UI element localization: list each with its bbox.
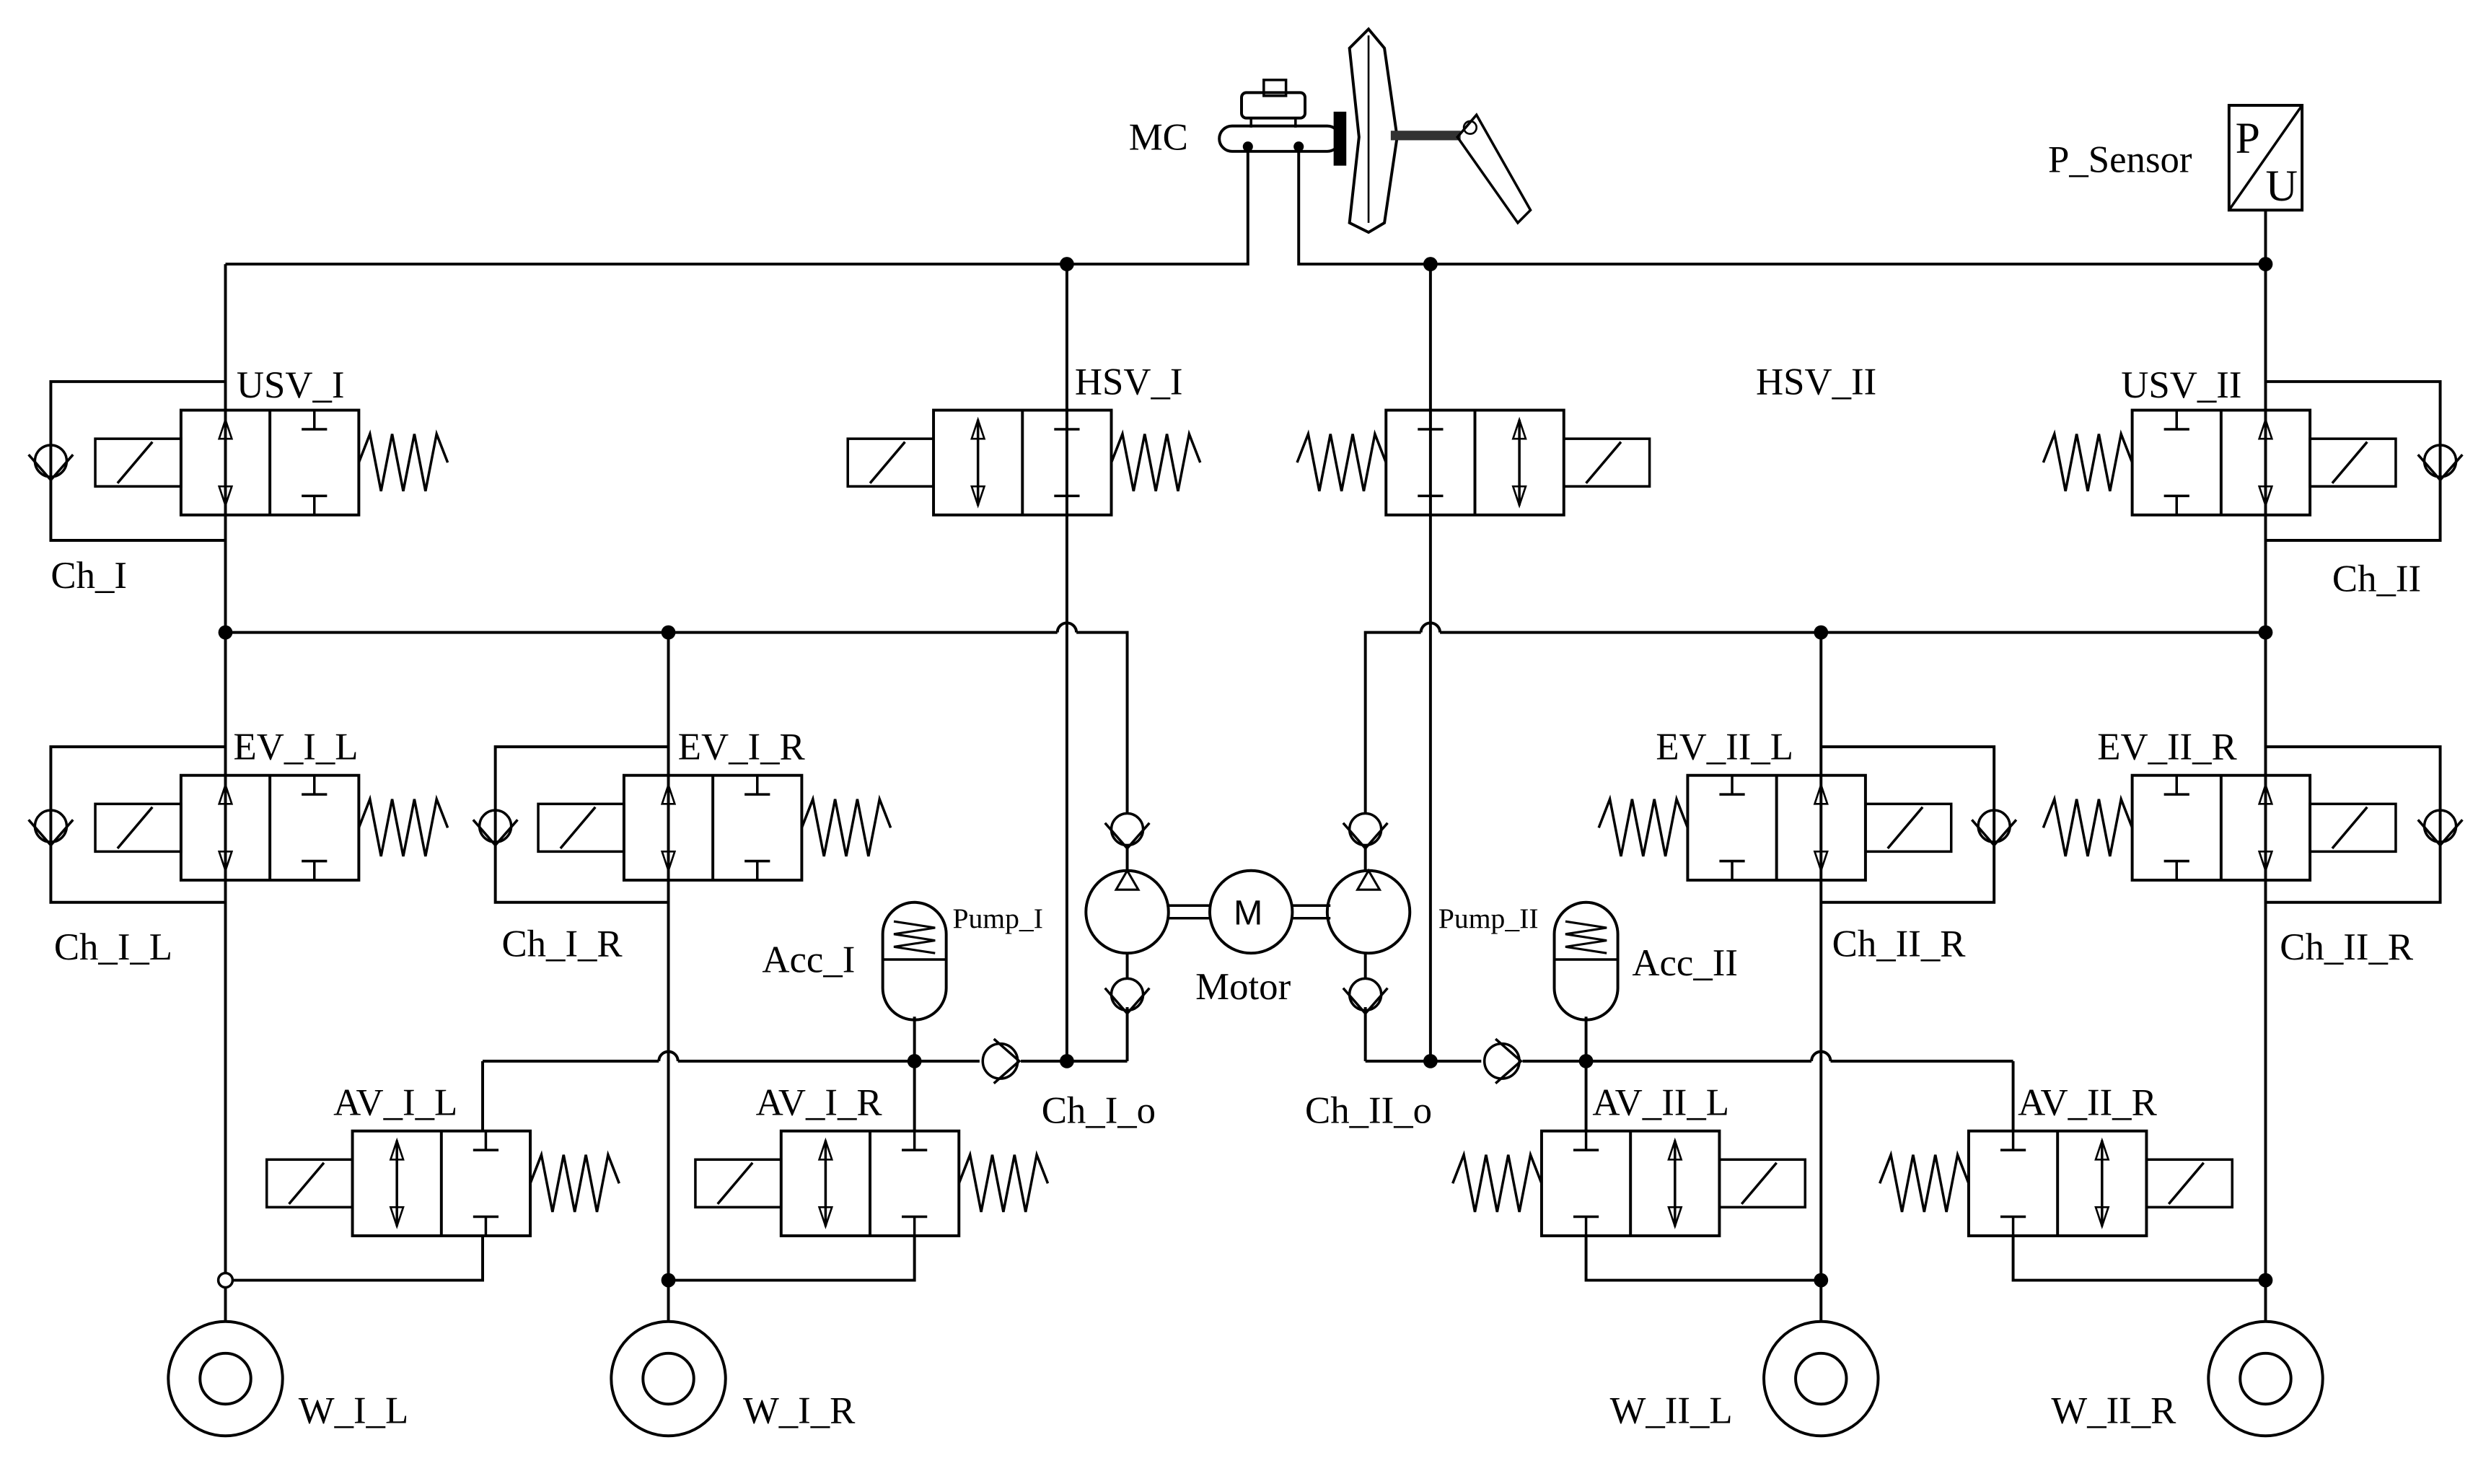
junction-dots	[218, 141, 2273, 1288]
wheel-ii-r-icon	[2207, 1320, 2324, 1438]
junction-open	[216, 1271, 234, 1289]
wheel-ii-l-icon	[1762, 1320, 1880, 1438]
label-ch-ii-l: Ch_II_R	[1832, 923, 1967, 965]
valve-usv-i	[94, 408, 449, 517]
pump-i-icon	[1084, 868, 1210, 955]
label-hsv-i: HSV_I	[1075, 361, 1183, 403]
valve-ev-ii-l	[1597, 773, 1953, 882]
label-av-i-l: AV_I_L	[333, 1082, 457, 1124]
label-hsv-ii: HSV_II	[1756, 361, 1876, 403]
label-p-sensor: P_Sensor	[2048, 139, 2192, 180]
label-usv-ii: USV_II	[2121, 364, 2241, 406]
label-ev-i-r: EV_I_R	[678, 726, 806, 768]
pressure-sensor-icon	[2227, 104, 2304, 265]
label-motor: Motor	[1195, 966, 1291, 1008]
check-valve-ch-ii-o-icon	[1482, 1037, 1523, 1085]
label-acc-i: Acc_I	[762, 939, 855, 981]
master-cylinder-icon	[1218, 27, 1532, 234]
label-pump-i: Pump_I	[952, 903, 1042, 934]
valve-hsv-ii	[1296, 408, 1651, 517]
label-pump-ii: Pump_II	[1438, 903, 1539, 934]
valve-av-ii-l	[1451, 1129, 1807, 1237]
check-valve-ch-i-o-icon	[981, 1037, 1021, 1085]
label-ch-ii: Ch_II	[2332, 558, 2421, 600]
label-ev-i-l: EV_I_L	[234, 726, 359, 768]
label-ch-i-o: Ch_I_o	[1042, 1090, 1156, 1132]
valve-av-i-r	[694, 1129, 1050, 1237]
label-w-ii-r: W_II_R	[2051, 1390, 2176, 1432]
pump-ii-inlet-check-icon	[1342, 812, 1389, 850]
label-mc: MC	[1129, 117, 1188, 159]
valve-ev-ii-r	[2042, 773, 2397, 882]
label-ch-i-r: Ch_I_R	[501, 923, 623, 965]
label-av-ii-l: AV_II_L	[1592, 1082, 1729, 1124]
wheel-i-l-icon	[167, 1320, 284, 1438]
valve-ev-i-r	[537, 773, 892, 882]
pump-ii-icon	[1325, 868, 1412, 955]
label-ch-ii-r: Ch_II_R	[2280, 926, 2414, 968]
label-ch-i: Ch_I	[50, 555, 127, 597]
label-av-i-r: AV_I_R	[756, 1082, 883, 1124]
label-ev-ii-l: EV_II_L	[1656, 726, 1793, 768]
label-av-ii-r: AV_II_R	[2018, 1082, 2157, 1124]
sensor-letter-p: P	[2236, 114, 2260, 163]
label-w-i-r: W_I_R	[743, 1390, 856, 1432]
label-ch-i-l: Ch_I_L	[54, 926, 172, 968]
label-usv-i: USV_I	[237, 364, 345, 406]
valve-usv-ii	[2042, 408, 2397, 517]
valve-av-i-l	[265, 1129, 621, 1237]
accumulator-ii-icon	[1552, 900, 1620, 1022]
label-w-ii-l: W_II_L	[1610, 1390, 1733, 1432]
label-ev-ii-r: EV_II_R	[2097, 726, 2237, 768]
pump-i-inlet-check-icon	[1103, 812, 1151, 850]
sensor-letter-u: U	[2265, 162, 2298, 211]
accumulator-i-icon	[881, 900, 948, 1022]
wheel-i-r-icon	[610, 1320, 727, 1438]
label-w-i-l: W_I_L	[299, 1390, 408, 1432]
motor-icon	[1208, 869, 1331, 955]
valve-ev-i-l	[94, 773, 449, 882]
valve-av-ii-r	[1878, 1129, 2234, 1237]
valve-hsv-i	[846, 408, 1202, 517]
label-ch-ii-o: Ch_II_o	[1305, 1090, 1432, 1132]
motor-symbol: M	[1234, 894, 1262, 933]
hydraulic-lines	[49, 146, 2442, 1322]
label-acc-ii: Acc_II	[1632, 942, 1738, 984]
